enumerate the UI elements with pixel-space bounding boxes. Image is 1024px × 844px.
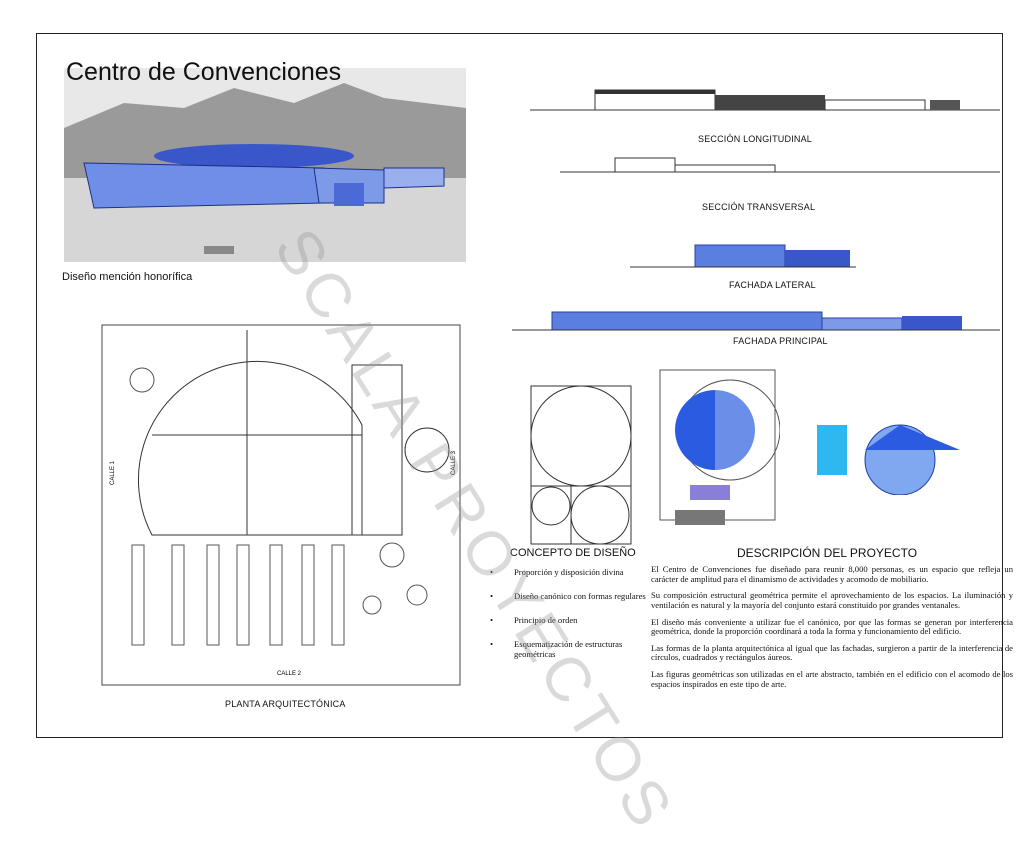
description-heading: DESCRIPCIÓN DEL PROYECTO [737,546,918,560]
floor-plan: CALLE 2 CALLE 1 CALLE 3 [101,324,461,686]
transversal-section [560,157,1000,173]
description-paragraph: Las figuras geométricas son utilizadas e… [651,669,1013,689]
description-paragraph: Las formas de la planta arquitectónica a… [651,642,1013,663]
concept-heading: CONCEPTO DE DISEÑO [510,547,636,559]
description-paragraph: El diseño más conveniente a utilizar fue… [651,616,1013,637]
plan-form-diagram [817,424,960,495]
description-text: El Centro de Convenciones fue diseñado p… [651,564,1013,696]
lateral-facade [630,244,856,268]
lateral-caption: FACHADA LATERAL [729,280,816,290]
transversal-caption: SECCIÓN TRANSVERSAL [702,202,816,212]
concept-item: Esquematización de estructuras geométric… [490,639,650,660]
concept-item: Proporción y disposición divina [490,567,650,578]
render-image [64,68,466,262]
description-paragraph: El Centro de Convenciones fue diseñado p… [651,564,1013,584]
street-2-label: CALLE 2 [277,671,302,677]
concept-item: Principio de orden [490,615,650,626]
street-3-label: CALLE 3 [451,450,457,475]
poster-frame [36,33,1003,738]
concept-list: Proporción y disposición divina Diseño c… [490,567,650,673]
principal-facade [512,311,1000,331]
golden-rectangle-diagram [530,385,632,545]
geometric-analysis-diagram [659,369,780,525]
description-paragraph: Su composición estructural geométrica pe… [651,590,1013,610]
plan-caption: PLANTA ARQUITECTÓNICA [225,699,346,709]
poster-title: Centro de Convenciones [66,58,342,86]
longitudinal-section [530,89,1000,111]
principal-caption: FACHADA PRINCIPAL [733,336,828,346]
render-caption: Diseño mención honorífica [62,271,193,283]
concept-item: Diseño canónico con formas regulares [490,591,650,602]
longitudinal-caption: SECCIÓN LONGITUDINAL [698,134,813,144]
street-1-label: CALLE 1 [110,460,116,485]
